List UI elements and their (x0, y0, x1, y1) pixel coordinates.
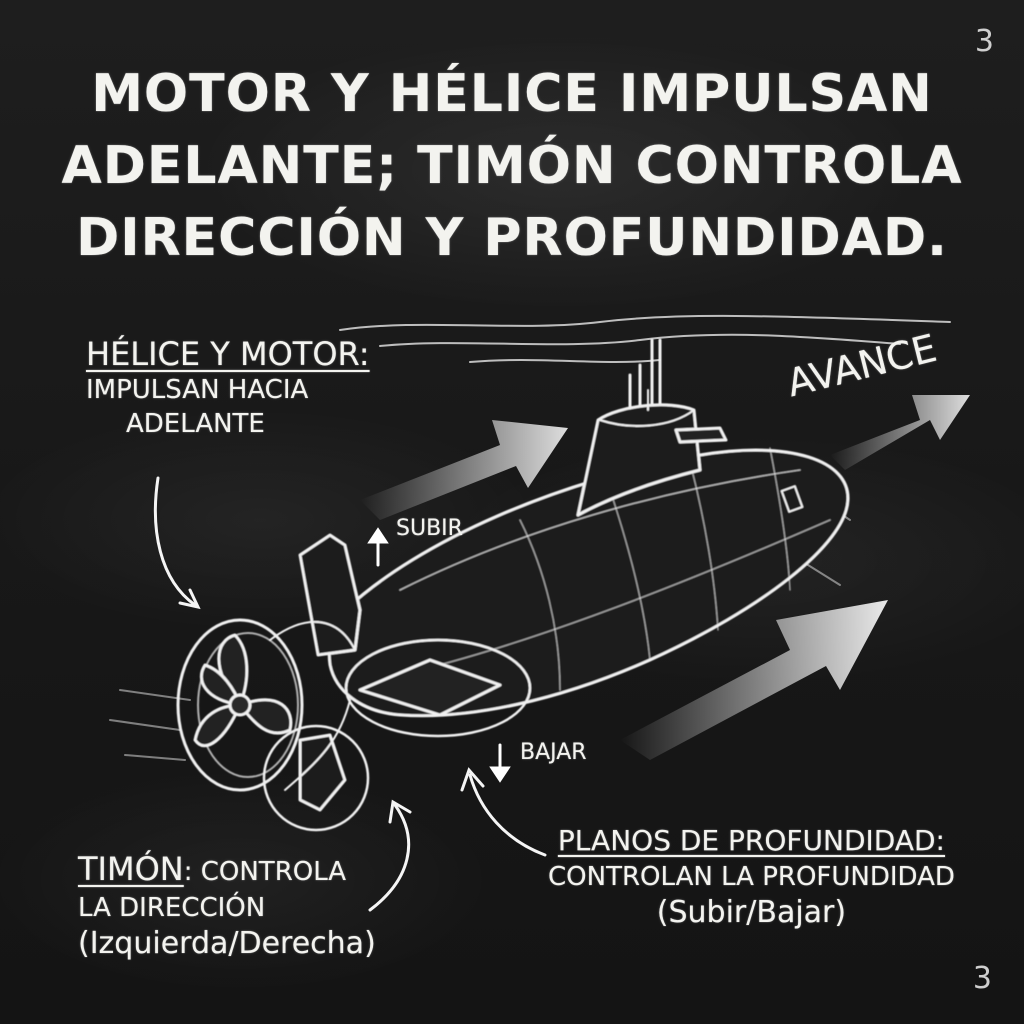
label-timon-line-1: la dirección (78, 891, 376, 925)
label-timon: Timón: controla la dirección (Izquierda/… (78, 850, 376, 963)
arrow-down-icon (492, 745, 508, 780)
label-timon-heading: Timón (78, 850, 184, 888)
label-helice-motor: Hélice y motor: impulsan hacia adelante (86, 335, 370, 441)
arrow-up-icon (370, 530, 386, 565)
label-timon-line-2: (Izquierda/Derecha) (78, 925, 376, 963)
label-helice-line-1: impulsan hacia (86, 373, 370, 407)
page-number-bottom: 3 (973, 961, 992, 996)
label-helice-heading: Hélice y motor: (86, 335, 370, 373)
label-bajar: Bajar (520, 740, 587, 765)
label-helice-line-2: adelante (86, 407, 370, 441)
rudder-icon (264, 726, 368, 830)
label-planos-heading: Planos de profundidad: (558, 824, 945, 857)
label-timon-heading-rest: : controla (184, 857, 346, 887)
label-planos-line-1: controlan la profundidad (548, 860, 955, 894)
stern-fin (300, 535, 360, 655)
label-planos-profundidad: Planos de profundidad: controlan la prof… (548, 822, 955, 932)
label-planos-line-2: (Subir/Bajar) (548, 894, 955, 932)
label-subir: Subir (396, 516, 463, 541)
